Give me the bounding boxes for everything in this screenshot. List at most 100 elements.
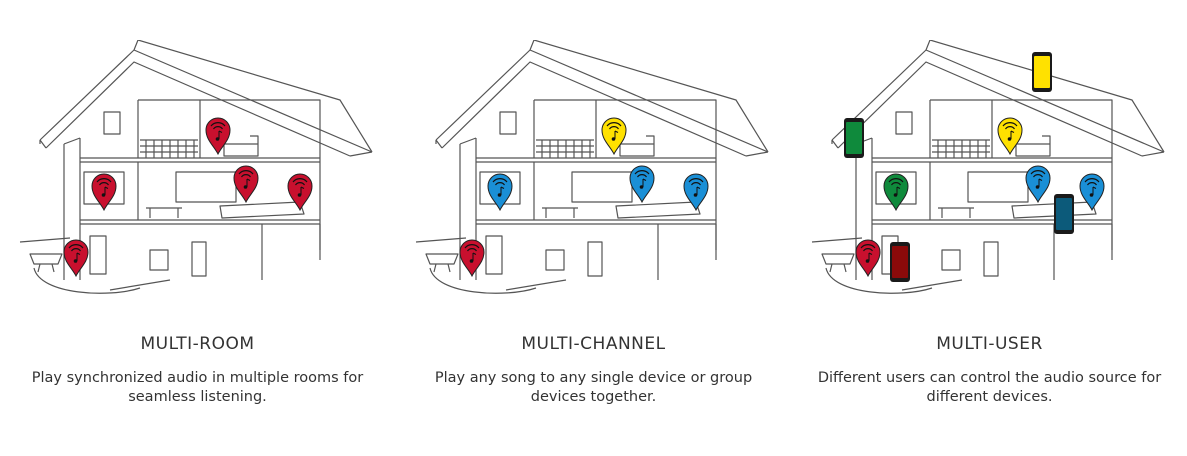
speaker-pin bbox=[287, 173, 313, 212]
wifi-icon bbox=[606, 122, 622, 130]
house-illustration bbox=[811, 40, 1165, 294]
feature-description: Play any song to any single device or gr… bbox=[434, 370, 753, 405]
music-note-head bbox=[693, 193, 698, 197]
map-pin-icon bbox=[855, 239, 881, 278]
sofa bbox=[615, 201, 701, 219]
feature-title: MULTI-CHANNEL bbox=[521, 334, 666, 354]
cabinet bbox=[149, 249, 169, 271]
wifi-arc bbox=[238, 170, 254, 175]
music-note-icon bbox=[218, 130, 223, 139]
window bbox=[175, 171, 237, 203]
roof-ridge bbox=[529, 40, 769, 153]
wifi-arc bbox=[634, 170, 650, 175]
wifi-icon bbox=[96, 178, 112, 186]
phone-screen bbox=[892, 246, 908, 278]
map-pin-icon bbox=[601, 117, 627, 156]
music-note-icon bbox=[300, 186, 305, 195]
wall-left bbox=[855, 137, 1113, 280]
wall-top bbox=[930, 99, 1113, 150]
wifi-icon bbox=[1084, 178, 1100, 186]
map-pin-icon bbox=[997, 117, 1023, 156]
wifi-arc bbox=[1087, 182, 1097, 186]
wifi-arc bbox=[1002, 122, 1018, 127]
grill bbox=[29, 253, 63, 273]
window bbox=[103, 111, 121, 135]
roof-ridge bbox=[133, 40, 373, 153]
door bbox=[89, 235, 107, 275]
wall-top bbox=[534, 99, 717, 150]
smartphone bbox=[1054, 194, 1074, 234]
floor-slabs bbox=[80, 157, 320, 225]
map-pin-icon bbox=[1079, 173, 1105, 212]
music-note-head bbox=[865, 259, 870, 263]
music-note-head bbox=[639, 185, 644, 189]
music-note-icon bbox=[1038, 178, 1043, 187]
music-note-icon bbox=[642, 178, 647, 187]
speaker-pin bbox=[997, 117, 1023, 156]
wifi-icon bbox=[888, 178, 904, 186]
music-note-head bbox=[243, 185, 248, 189]
wifi-arc bbox=[467, 248, 477, 252]
wifi-arc bbox=[241, 174, 251, 178]
inner-walls bbox=[137, 100, 321, 280]
wifi-arc bbox=[210, 122, 226, 127]
smartphone bbox=[890, 242, 910, 282]
music-note-head bbox=[101, 193, 106, 197]
bed bbox=[223, 135, 259, 157]
wifi-arc bbox=[860, 244, 876, 249]
music-note-icon bbox=[246, 178, 251, 187]
speaker-pin bbox=[629, 165, 655, 204]
music-note-icon bbox=[104, 186, 109, 195]
music-note-head bbox=[73, 259, 78, 263]
phone-screen bbox=[846, 122, 862, 154]
wifi-arc bbox=[213, 126, 223, 130]
map-pin-icon bbox=[683, 173, 709, 212]
wifi-icon bbox=[634, 170, 650, 178]
wifi-icon bbox=[1030, 170, 1046, 178]
wall-left bbox=[459, 137, 717, 280]
garden-path bbox=[19, 237, 171, 294]
wifi-icon bbox=[68, 244, 84, 252]
music-note-icon bbox=[76, 252, 81, 261]
wifi-arc bbox=[1005, 126, 1015, 130]
balcony-railing bbox=[140, 139, 198, 153]
dining-table bbox=[938, 207, 974, 218]
wifi-arc bbox=[495, 182, 505, 186]
speaker-pin bbox=[233, 165, 259, 204]
wifi-icon bbox=[464, 244, 480, 252]
map-pin-icon bbox=[487, 173, 513, 212]
roof-ridge bbox=[925, 40, 1165, 153]
speaker-pin bbox=[601, 117, 627, 156]
wifi-arc bbox=[888, 178, 904, 183]
window bbox=[895, 111, 913, 135]
music-note-head bbox=[297, 193, 302, 197]
wifi-arc bbox=[609, 126, 619, 130]
music-note-icon bbox=[500, 186, 505, 195]
music-note-icon bbox=[472, 252, 477, 261]
feature-multi-user: MULTI-USER Different users can control t… bbox=[792, 0, 1187, 456]
map-pin-icon bbox=[459, 239, 485, 278]
music-note-icon bbox=[614, 130, 619, 139]
speaker-pin bbox=[487, 173, 513, 212]
roof bbox=[39, 49, 373, 157]
balcony-railing bbox=[932, 139, 990, 153]
wifi-arc bbox=[637, 174, 647, 178]
music-note-head bbox=[893, 193, 898, 197]
feature-title: MULTI-ROOM bbox=[140, 334, 255, 354]
wifi-arc bbox=[1084, 178, 1100, 183]
appliance bbox=[983, 241, 999, 277]
house-outline bbox=[415, 40, 769, 294]
floor-slabs bbox=[476, 157, 716, 225]
music-note-head bbox=[1089, 193, 1094, 197]
wifi-arc bbox=[863, 248, 873, 252]
wifi-icon bbox=[292, 178, 308, 186]
wifi-arc bbox=[96, 178, 112, 183]
speaker-pin bbox=[205, 117, 231, 156]
feature-title: MULTI-USER bbox=[936, 334, 1043, 354]
grill bbox=[425, 253, 459, 273]
map-pin-icon bbox=[629, 165, 655, 204]
window bbox=[967, 171, 1029, 203]
cabinet bbox=[545, 249, 565, 271]
grill bbox=[821, 253, 855, 273]
house-illustration bbox=[19, 40, 373, 294]
